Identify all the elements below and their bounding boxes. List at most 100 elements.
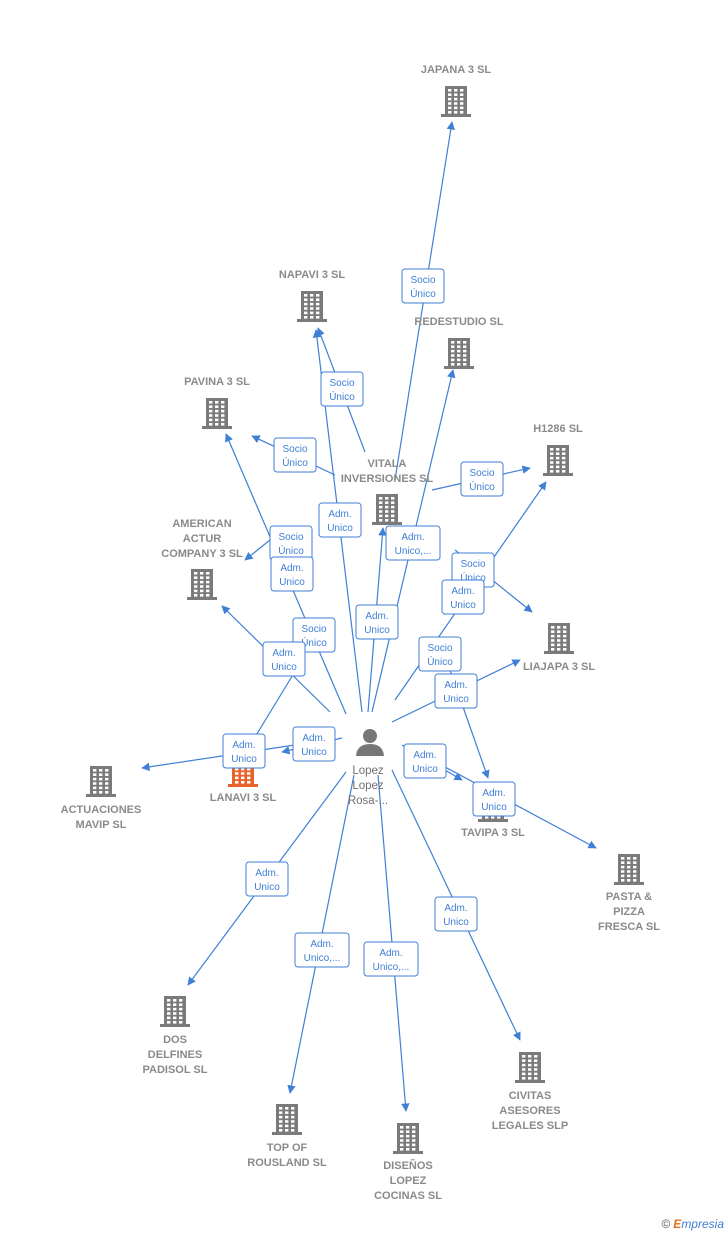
company-label-line: JAPANA 3 SL bbox=[421, 64, 492, 76]
empresia-credit[interactable]: ©Empresia bbox=[661, 1217, 724, 1231]
relation-label-r_liajapa_adm1[interactable]: Adm.Unico bbox=[441, 579, 485, 615]
person-label-line: Lopez bbox=[352, 765, 384, 777]
relation-label-r_actuaciones[interactable]: Adm.Unico bbox=[222, 733, 266, 769]
relation-text-line: Unico bbox=[481, 802, 507, 813]
relation-label-r_liajapa_adm2[interactable]: Adm.Unico bbox=[434, 673, 478, 709]
relation-text-line: Único bbox=[282, 456, 308, 469]
relation-text-line: Adm. bbox=[328, 509, 351, 520]
relation-text-line: Unico bbox=[301, 747, 327, 758]
building-icon bbox=[543, 445, 573, 476]
relation-box bbox=[434, 673, 478, 709]
relation-label-r_vitala_adm2[interactable]: Adm.Unico bbox=[355, 604, 399, 640]
building-icon bbox=[544, 623, 574, 654]
relation-text-line: Adm. bbox=[365, 611, 388, 622]
relation-box bbox=[363, 941, 419, 977]
relation-label-r_civitas[interactable]: Adm.Unico bbox=[434, 896, 478, 932]
brand-name: mpresia bbox=[681, 1217, 724, 1231]
relation-text-line: Unico bbox=[231, 754, 257, 765]
relation-text-line: Socio bbox=[329, 378, 354, 389]
building-icon bbox=[297, 291, 327, 322]
company-node-liajapa[interactable]: LIAJAPA 3 SL bbox=[523, 623, 595, 673]
company-label-line: TAVIPA 3 SL bbox=[461, 827, 525, 839]
relation-box bbox=[441, 579, 485, 615]
relation-text-line: Adm. bbox=[451, 586, 474, 597]
relation-box bbox=[434, 896, 478, 932]
relation-text-line: Adm. bbox=[272, 648, 295, 659]
person-icon bbox=[356, 729, 384, 756]
relation-text-line: Adm. bbox=[413, 750, 436, 761]
company-label-line: MAVIP SL bbox=[76, 819, 127, 831]
relation-label-r_tavipa[interactable]: Adm.Unico bbox=[403, 743, 447, 779]
relation-box bbox=[320, 371, 364, 407]
company-label-line: AMERICAN bbox=[172, 518, 231, 530]
relation-text-line: Unico bbox=[254, 882, 280, 893]
relation-label-r_pasta[interactable]: Adm. Unico bbox=[472, 781, 516, 817]
company-label-line: CIVITAS bbox=[509, 1090, 552, 1102]
company-label-line: LOPEZ bbox=[390, 1175, 427, 1187]
relation-box bbox=[418, 636, 462, 672]
relation-text-line: Único bbox=[427, 655, 453, 668]
relation-text-line: Adm. bbox=[255, 868, 278, 879]
person-node[interactable]: LopezLopezRosa-... bbox=[348, 729, 388, 807]
relation-text-line: Socio bbox=[282, 444, 307, 455]
relation-text-line: Adm. bbox=[482, 788, 505, 799]
relation-box bbox=[222, 733, 266, 769]
building-icon bbox=[372, 494, 402, 525]
company-label-line: H1286 SL bbox=[533, 423, 583, 435]
company-label-line: FRESCA SL bbox=[598, 921, 660, 933]
relation-text-line: Socio bbox=[460, 559, 485, 570]
relation-label-r_american_adm[interactable]: Adm.Unico bbox=[270, 556, 314, 592]
relation-text-line: Único bbox=[469, 480, 495, 493]
relation-label-r_topof[interactable]: Adm.Unico,... bbox=[294, 932, 350, 968]
relation-label-r_disenos[interactable]: Adm.Unico,... bbox=[363, 941, 419, 977]
company-label-line: TOP OF bbox=[267, 1142, 308, 1154]
copyright-symbol: © bbox=[661, 1217, 671, 1231]
building-icon bbox=[160, 996, 190, 1027]
building-icon bbox=[86, 766, 116, 797]
relation-text-line: Socio bbox=[469, 468, 494, 479]
relation-label-r_lanavi_adm[interactable]: Adm.Unico bbox=[292, 726, 336, 762]
relation-text-line: Unico bbox=[443, 694, 469, 705]
relation-text-line: Socio bbox=[410, 275, 435, 286]
company-node-h1286[interactable]: H1286 SL bbox=[533, 423, 583, 476]
relation-text-line: Adm. bbox=[280, 563, 303, 574]
company-label-line: LEGALES SLP bbox=[492, 1120, 568, 1132]
relation-text-line: Adm. bbox=[310, 939, 333, 950]
relation-label-r_dosdelfines[interactable]: Adm. Unico bbox=[245, 861, 289, 897]
company-label-line: LIAJAPA 3 SL bbox=[523, 661, 595, 673]
company-label-line: COCINAS SL bbox=[374, 1190, 442, 1202]
relation-label-r_vitala_adm[interactable]: Adm.Unico bbox=[318, 502, 362, 538]
building-icon bbox=[441, 86, 471, 117]
relation-box bbox=[403, 743, 447, 779]
relation-text-line: Unico bbox=[443, 917, 469, 928]
company-label-line: PADISOL SL bbox=[143, 1064, 208, 1076]
building-icon bbox=[614, 854, 644, 885]
relation-box bbox=[245, 861, 289, 897]
company-node-napavi[interactable]: NAPAVI 3 SL bbox=[279, 269, 345, 322]
relation-box bbox=[262, 641, 306, 677]
company-node-japana[interactable]: JAPANA 3 SL bbox=[421, 64, 492, 117]
building-icon bbox=[444, 338, 474, 369]
building-icon bbox=[187, 569, 217, 600]
relation-text-line: Unico,... bbox=[395, 546, 432, 557]
relation-label-r_redestudio[interactable]: Adm.Unico,... bbox=[385, 525, 441, 561]
relation-label-r_pavina_adm[interactable]: Adm. Unico bbox=[262, 641, 306, 677]
relation-text-line: Unico bbox=[271, 662, 297, 673]
edge-line-5 bbox=[244, 539, 271, 561]
company-node-redestudio[interactable]: REDESTUDIO SL bbox=[414, 316, 504, 369]
company-node-pavina[interactable]: PAVINA 3 SL bbox=[184, 376, 250, 429]
